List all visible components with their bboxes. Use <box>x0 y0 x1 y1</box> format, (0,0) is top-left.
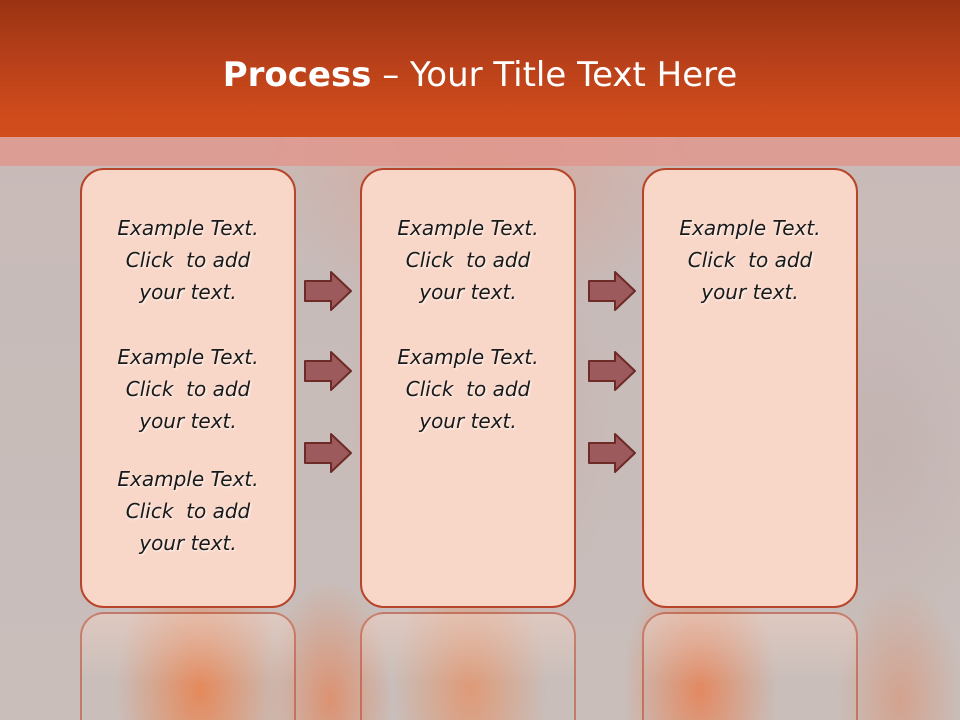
text-line: your text. <box>139 531 237 555</box>
text-line: Example Text. <box>117 216 259 240</box>
process-box-3[interactable]: Example Text. Click to add your text. <box>642 168 858 608</box>
title-bar <box>0 0 960 137</box>
right-arrow-icon <box>587 432 637 474</box>
slide-title[interactable]: Process – Your Title Text Here <box>0 52 960 102</box>
title-strip <box>0 137 960 166</box>
text-block[interactable]: Example Text. Click to add your text. <box>362 212 574 308</box>
text-line: Example Text. <box>679 216 821 240</box>
right-arrow-icon <box>587 270 637 312</box>
text-line: Click to add <box>125 248 251 272</box>
text-line: Example Text. <box>397 216 539 240</box>
text-line: Click to add <box>125 377 251 401</box>
text-line: Click to add <box>125 499 251 523</box>
right-arrow-icon <box>587 350 637 392</box>
title-bold: Process <box>222 55 372 95</box>
text-line: your text. <box>139 280 237 304</box>
text-line: Click to add <box>405 377 531 401</box>
title-rest: – Your Title Text Here <box>371 55 738 95</box>
text-line: Example Text. <box>117 467 259 491</box>
text-block[interactable]: Example Text. Click to add your text. <box>644 212 856 308</box>
text-block[interactable]: Example Text. Click to add your text. <box>82 212 294 308</box>
text-line: Example Text. <box>117 345 259 369</box>
box-reflection <box>80 612 296 720</box>
right-arrow-icon <box>303 350 353 392</box>
text-line: your text. <box>419 280 517 304</box>
process-box-1[interactable]: Example Text. Click to add your text. Ex… <box>80 168 296 608</box>
right-arrow-icon <box>303 270 353 312</box>
process-box-2[interactable]: Example Text. Click to add your text. Ex… <box>360 168 576 608</box>
text-line: Click to add <box>405 248 531 272</box>
text-line: your text. <box>419 409 517 433</box>
box-reflection <box>360 612 576 720</box>
text-block[interactable]: Example Text. Click to add your text. <box>82 341 294 437</box>
text-line: your text. <box>701 280 799 304</box>
right-arrow-icon <box>303 432 353 474</box>
text-block[interactable]: Example Text. Click to add your text. <box>82 463 294 559</box>
text-block[interactable]: Example Text. Click to add your text. <box>362 341 574 437</box>
box-reflection <box>642 612 858 720</box>
text-line: your text. <box>139 409 237 433</box>
text-line: Example Text. <box>397 345 539 369</box>
text-line: Click to add <box>687 248 813 272</box>
